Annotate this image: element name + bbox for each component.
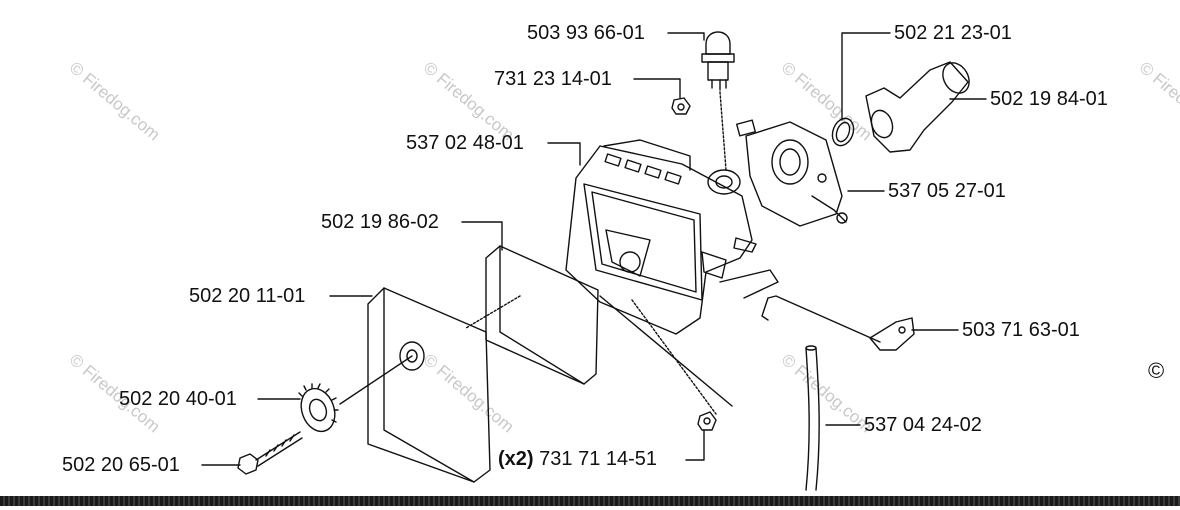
pre-filter-part	[485, 245, 599, 385]
knob-part	[298, 383, 339, 433]
nut-bottom-part	[697, 411, 717, 431]
quantity-badge: (x2)	[498, 448, 534, 470]
part-label-filter-holder: 537 02 48-01	[406, 132, 524, 154]
part-label-knob: 502 20 40-01	[119, 388, 237, 410]
part-label-nut-bottom: (x2) 731 71 14-51	[498, 448, 657, 470]
fuel-hose-part	[805, 345, 820, 491]
part-label-bolt: 502 20 65-01	[62, 454, 180, 476]
bottom-border	[0, 496, 1180, 506]
part-label-nut-top: 731 23 14-01	[494, 68, 612, 90]
part-number: 731 71 14-51	[539, 448, 658, 470]
part-label-primer-bulb: 503 93 66-01	[527, 22, 645, 44]
leader-lines	[201, 32, 987, 466]
air-filter-cover-part	[367, 287, 491, 483]
part-label-pre-filter: 502 19 86-02	[321, 211, 439, 233]
throttle-rod-part	[761, 295, 915, 351]
filter-holder-part	[565, 139, 779, 335]
nut-top-part	[671, 97, 691, 115]
bolt-part	[237, 431, 303, 475]
part-label-intake-elbow: 502 19 84-01	[990, 88, 1108, 110]
copyright-icon: ©	[1148, 358, 1165, 383]
carburetor-part	[736, 119, 848, 227]
part-label-air-filter-cover: 502 20 11-01	[189, 285, 306, 307]
part-label-fuel-hose: 537 04 24-02	[864, 414, 982, 436]
part-label-carb-gasket: 502 21 23-01	[894, 22, 1012, 44]
gasket-part	[831, 117, 855, 147]
part-label-throttle-rod: 503 71 63-01	[962, 319, 1080, 341]
part-label-carburetor: 537 05 27-01	[888, 180, 1006, 202]
primer-bulb-part	[701, 31, 735, 91]
intake-elbow-part	[865, 61, 970, 153]
